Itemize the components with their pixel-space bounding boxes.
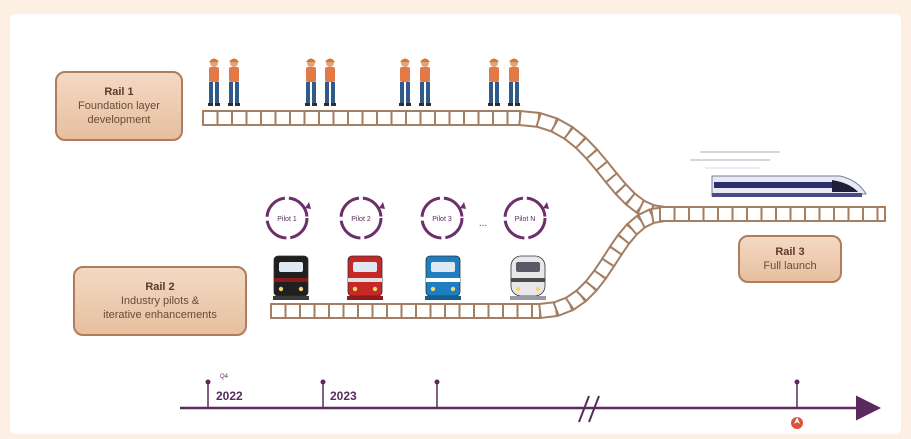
- rail-1-label: Rail 1 Foundation layer development: [55, 71, 183, 141]
- year-label-2023: 2023: [330, 389, 357, 403]
- timeline-tick-3: [434, 379, 440, 408]
- rail-3-desc-line1: Full launch: [763, 260, 817, 272]
- pilot-label-4: Pilot N: [515, 216, 536, 223]
- timeline-small-label: Q4: [220, 374, 229, 380]
- pilot-ring-3: Pilot 3: [420, 196, 466, 240]
- worker-pair-icon: [399, 58, 431, 106]
- rail-3-track: [659, 206, 886, 222]
- year-label-2022: 2022: [216, 389, 243, 403]
- rail-2-curve-track: [538, 205, 668, 320]
- pilot-label-3: Pilot 3: [432, 216, 452, 223]
- workers-group: [208, 58, 520, 106]
- pilot-label-1: Pilot 1: [277, 216, 297, 223]
- rail-3-label: Rail 3 Full launch: [738, 235, 842, 283]
- rail-1-track: [202, 110, 521, 126]
- trains-group: [273, 255, 546, 300]
- pilot-ring-2: Pilot 2: [339, 196, 385, 240]
- timeline-tick-1: [205, 379, 211, 408]
- timeline-tick-2: [320, 379, 326, 408]
- pilot-ellipsis: ...: [479, 218, 487, 229]
- white-bullet-locomotive-icon: [510, 255, 546, 300]
- blue-locomotive-icon: [425, 255, 461, 300]
- worker-pair-icon: [305, 58, 336, 106]
- rocket-icon: [791, 417, 803, 429]
- timeline-tick-4: [794, 379, 800, 408]
- worker-pair-icon: [208, 58, 240, 106]
- pilot-ring-1: Pilot 1: [265, 196, 311, 240]
- rail-1-title: Rail 1: [104, 86, 134, 98]
- railway-tracks: [202, 109, 886, 320]
- timeline: Q4 2022 2023: [180, 374, 881, 429]
- red-diesel-locomotive-icon: [347, 255, 383, 300]
- rail-1-curve-track: [518, 109, 668, 223]
- steam-locomotive-icon: [273, 255, 309, 300]
- pilot-rings: Pilot 1 Pilot 2 Pilot 3 Pilot N...: [265, 196, 549, 240]
- rail-2-desc-line1: Industry pilots &: [120, 295, 200, 307]
- rail-2-desc-line2: iterative enhancements: [103, 309, 217, 321]
- timeline-break-icon: [578, 395, 600, 423]
- rail-2-label: Rail 2 Industry pilots & iterative enhan…: [73, 266, 247, 336]
- rail-1-desc-line2: development: [87, 114, 151, 126]
- rail-2-track: [270, 303, 541, 319]
- pilot-label-2: Pilot 2: [351, 216, 371, 223]
- high-speed-train-icon: [690, 151, 867, 197]
- rail-3-title: Rail 3: [775, 246, 805, 258]
- pilot-ring-4: Pilot N: [503, 196, 549, 240]
- worker-pair-icon: [488, 58, 520, 106]
- rail-1-desc-line1: Foundation layer: [78, 100, 160, 112]
- rail-2-title: Rail 2: [145, 281, 175, 293]
